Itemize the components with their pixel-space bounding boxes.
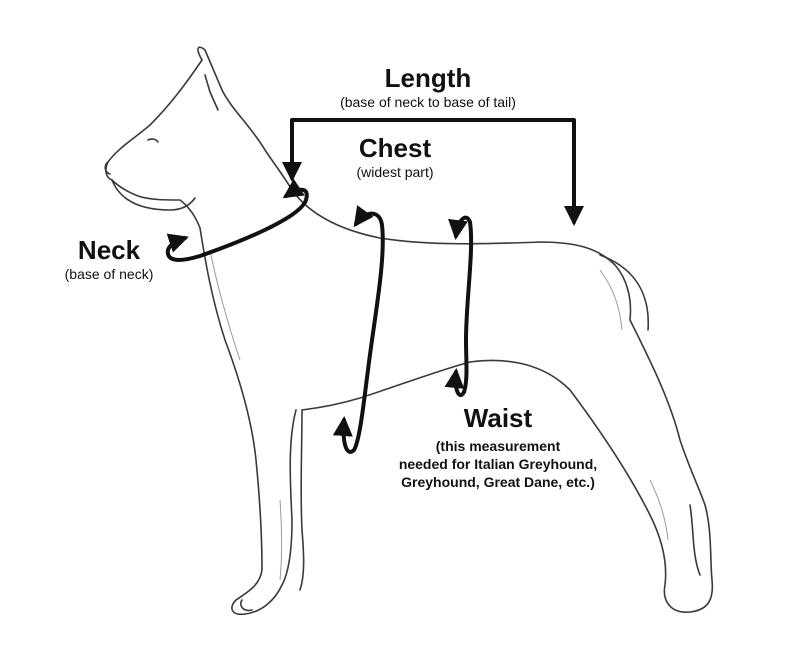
length-subtitle: (base of neck to base of tail) — [340, 93, 516, 110]
neck-measurement-arrow-icon — [165, 178, 309, 262]
chest-measurement-arrow-icon — [332, 205, 385, 454]
waist-note-line-2: needed for Italian Greyhound, — [398, 455, 598, 472]
chest-label: Chest (widest part) — [330, 134, 460, 180]
neck-subtitle: (base of neck) — [64, 265, 154, 282]
dog-nose — [104, 161, 111, 175]
waist-measurement-arrow-icon — [444, 215, 474, 398]
dog-chest-outline — [199, 227, 297, 616]
chest-title: Chest — [358, 133, 432, 163]
dog-hind-leg-outline — [469, 319, 714, 613]
neck-label: Neck (base of neck) — [44, 236, 174, 282]
dog-paw-front — [239, 599, 253, 612]
dog-shading — [209, 249, 669, 581]
neck-title: Neck — [77, 235, 141, 265]
waist-label: Waist (this measurement needed for Itali… — [378, 404, 618, 491]
waist-title: Waist — [463, 403, 533, 433]
dog-hind-leg-inner — [689, 504, 701, 576]
dog-front-leg-back — [299, 409, 305, 591]
length-title: Length — [384, 63, 472, 93]
length-label: Length (base of neck to base of tail) — [298, 64, 558, 110]
dog-belly-outline — [301, 361, 471, 411]
dog-ear-inner — [204, 74, 219, 111]
waist-note: (this measurement needed for Italian Gre… — [378, 437, 618, 492]
dog-tail-outline — [599, 254, 650, 331]
waist-note-line-1: (this measurement — [435, 437, 561, 454]
waist-note-line-3: Greyhound, Great Dane, etc.) — [401, 473, 595, 490]
dog-jaw-outline — [111, 179, 196, 211]
dog-back-outline — [291, 189, 632, 321]
chest-subtitle: (widest part) — [356, 163, 434, 180]
dog-head-outline — [197, 46, 293, 191]
dog-face-outline — [105, 59, 203, 229]
dog-eye — [147, 138, 159, 143]
length-measurement-arrow-icon — [282, 118, 584, 226]
